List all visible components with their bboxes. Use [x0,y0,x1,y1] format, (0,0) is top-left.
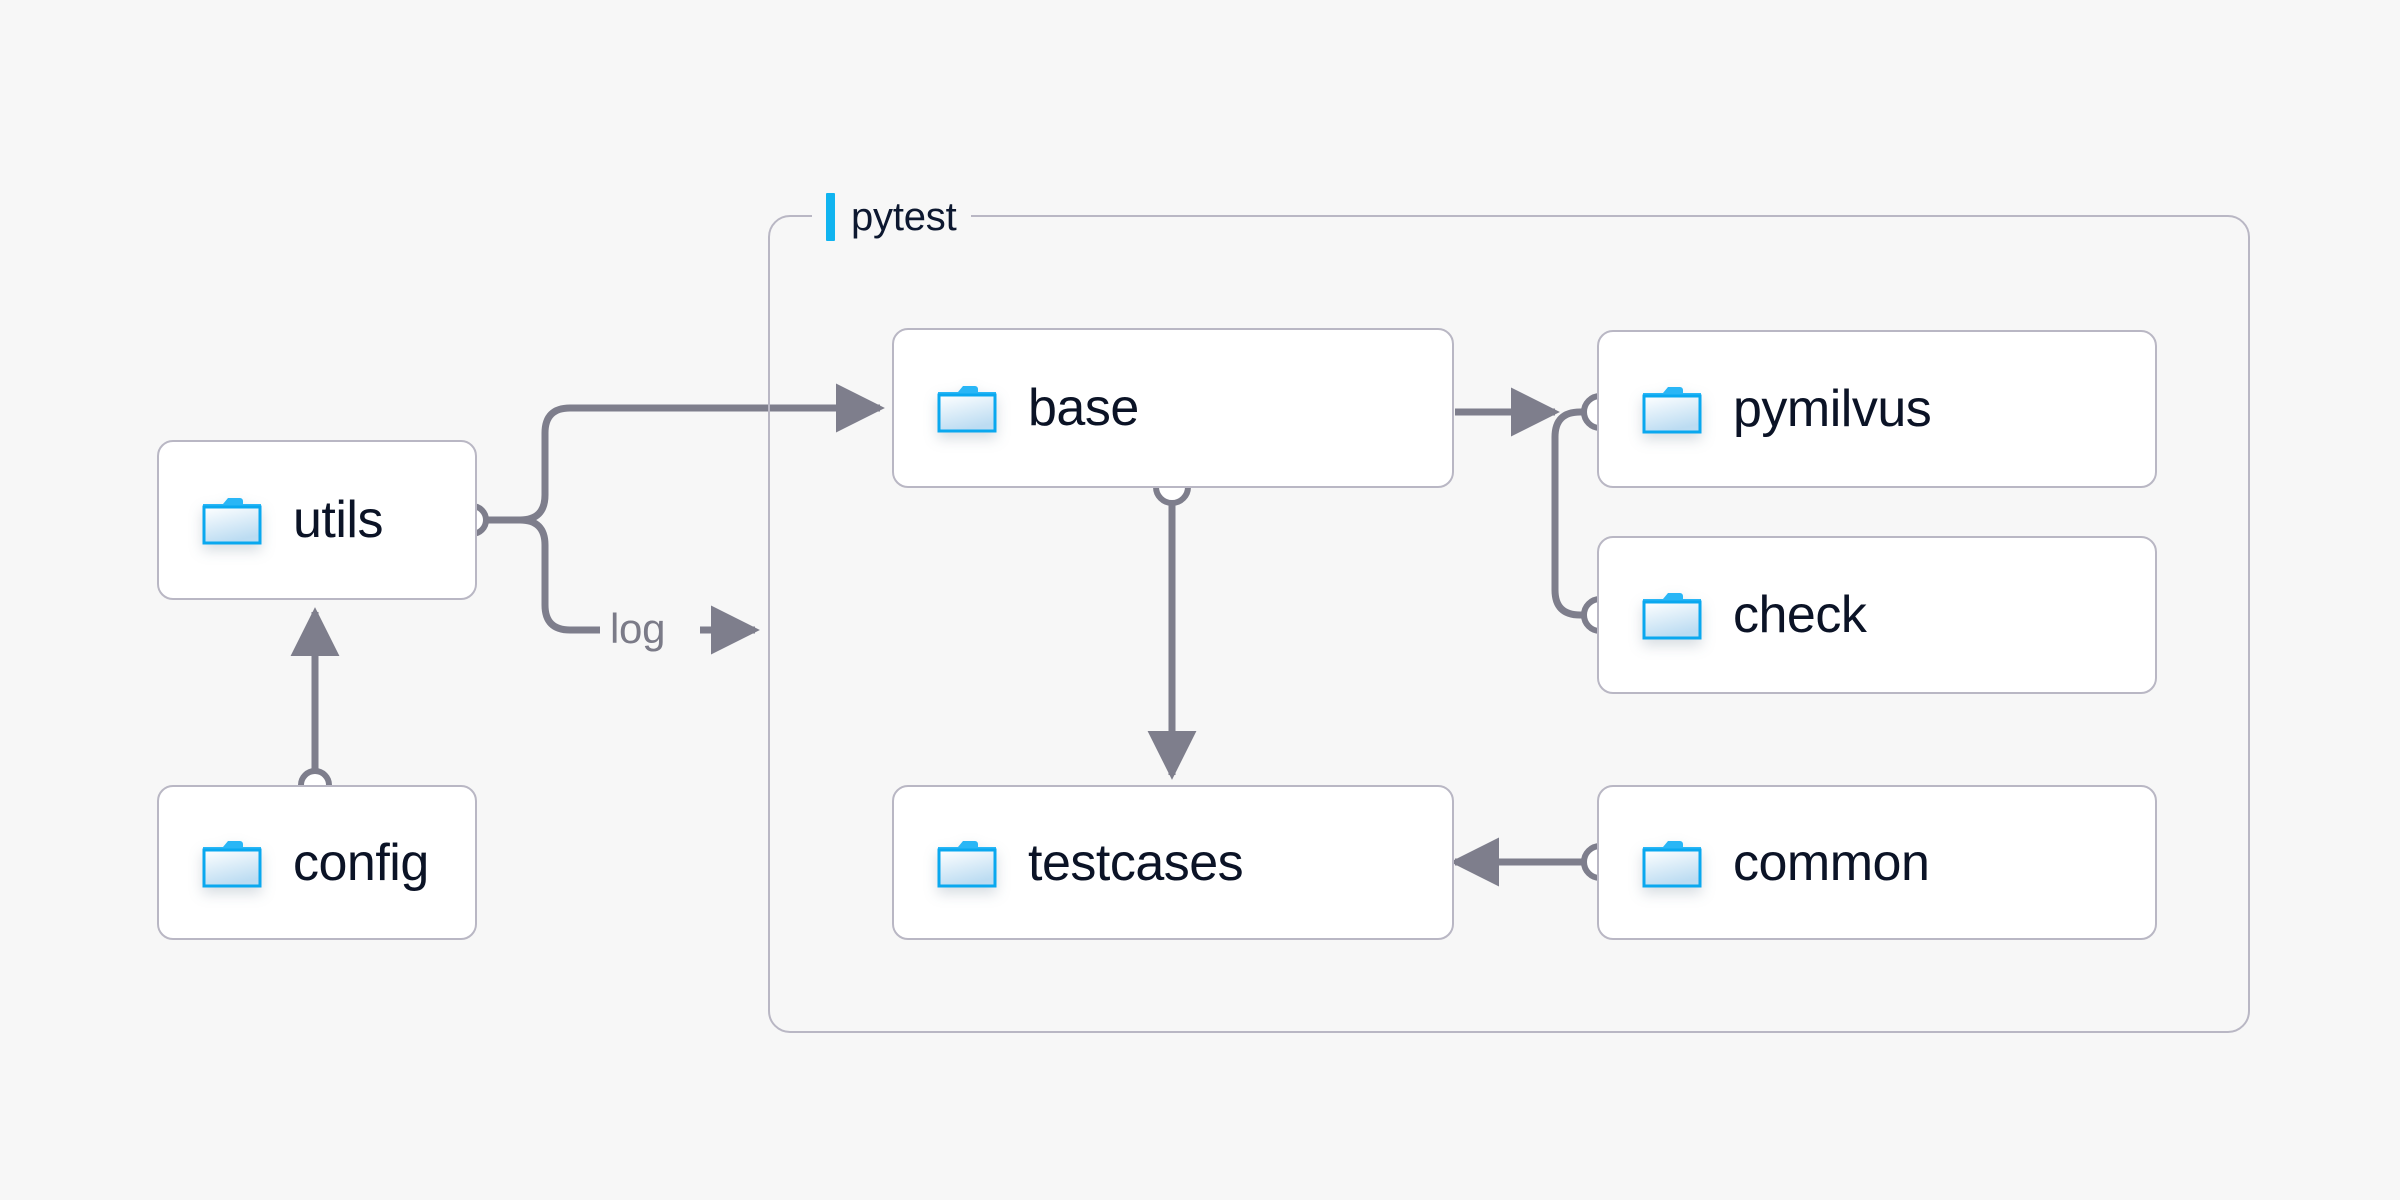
node-label: testcases [1028,833,1244,892]
folder-icon [936,837,998,889]
node-base[interactable]: base [892,328,1454,488]
node-label: utils [293,491,383,549]
node-check[interactable]: check [1597,536,2157,694]
node-utils[interactable]: utils [157,440,477,600]
folder-icon [1641,837,1703,889]
folder-icon [936,382,998,434]
node-testcases[interactable]: testcases [892,785,1454,940]
folder-icon [1641,383,1703,435]
node-common[interactable]: common [1597,785,2157,940]
pytest-group-label: pytest [812,192,971,242]
node-label: config [293,833,429,892]
folder-icon [201,837,263,889]
folder-icon [201,494,263,546]
edge-utils-log [519,516,600,634]
group-label-text: pytest [851,194,957,239]
pytest-group-container[interactable] [768,215,2250,1033]
node-pymilvus[interactable]: pymilvus [1597,330,2157,488]
accent-bar-icon [826,193,835,241]
edge-label-log: log [604,608,672,650]
folder-icon [1641,589,1703,641]
node-label: check [1733,586,1867,644]
node-label: base [1028,379,1139,437]
node-label: common [1733,833,1930,892]
node-config[interactable]: config [157,785,477,940]
node-label: pymilvus [1733,380,1932,438]
